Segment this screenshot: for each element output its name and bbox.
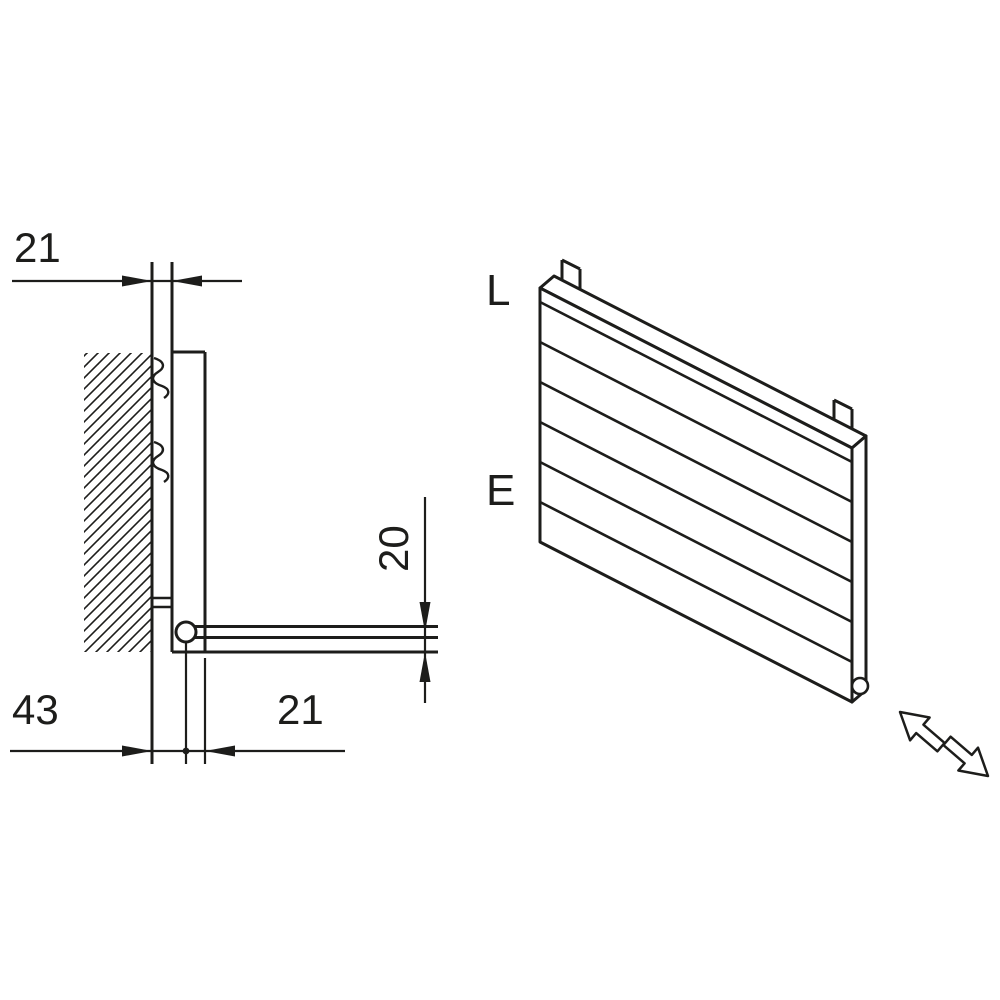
valve-connection-circle <box>174 620 198 644</box>
label-length-l: L <box>486 266 510 315</box>
arrow-left-icon <box>172 275 202 287</box>
arrow-up-icon <box>419 652 431 682</box>
side-section-view <box>84 262 438 764</box>
isometric-radiator-view <box>538 258 870 704</box>
arrow-right-icon <box>122 275 152 287</box>
arrow-down-icon <box>419 602 431 632</box>
mounting-tab-right <box>832 398 854 429</box>
bracket-clip-top <box>151 356 170 399</box>
iso-connection-circle <box>850 676 870 696</box>
dim-value-top-gap: 21 <box>14 224 61 271</box>
dimension-bottom-chain: 43 21 <box>10 686 345 757</box>
dim-value-pipe-to-front: 21 <box>277 686 324 733</box>
bracket-clip-middle <box>151 440 170 483</box>
dim-chain-dot <box>182 747 190 755</box>
dimension-pipe-height: 20 <box>370 497 431 703</box>
dimension-top-gap: 21 <box>12 224 242 287</box>
arrow-up-left-outline <box>898 710 946 753</box>
arrow-down-right-outline <box>942 735 990 778</box>
radiator-right-face <box>850 434 868 704</box>
dim-value-pipe-height: 20 <box>370 525 417 572</box>
wall-hatch <box>84 353 152 652</box>
mounting-tab-left <box>560 258 582 289</box>
label-height-e: E <box>486 466 515 515</box>
radiator-slat-lines <box>539 300 853 664</box>
radiator-front-face <box>538 286 854 704</box>
bidirectional-arrows-icon <box>898 710 990 778</box>
arrow-left-icon <box>205 745 235 757</box>
arrow-right-icon <box>122 745 152 757</box>
dim-value-wall-to-pipe: 43 <box>12 686 59 733</box>
